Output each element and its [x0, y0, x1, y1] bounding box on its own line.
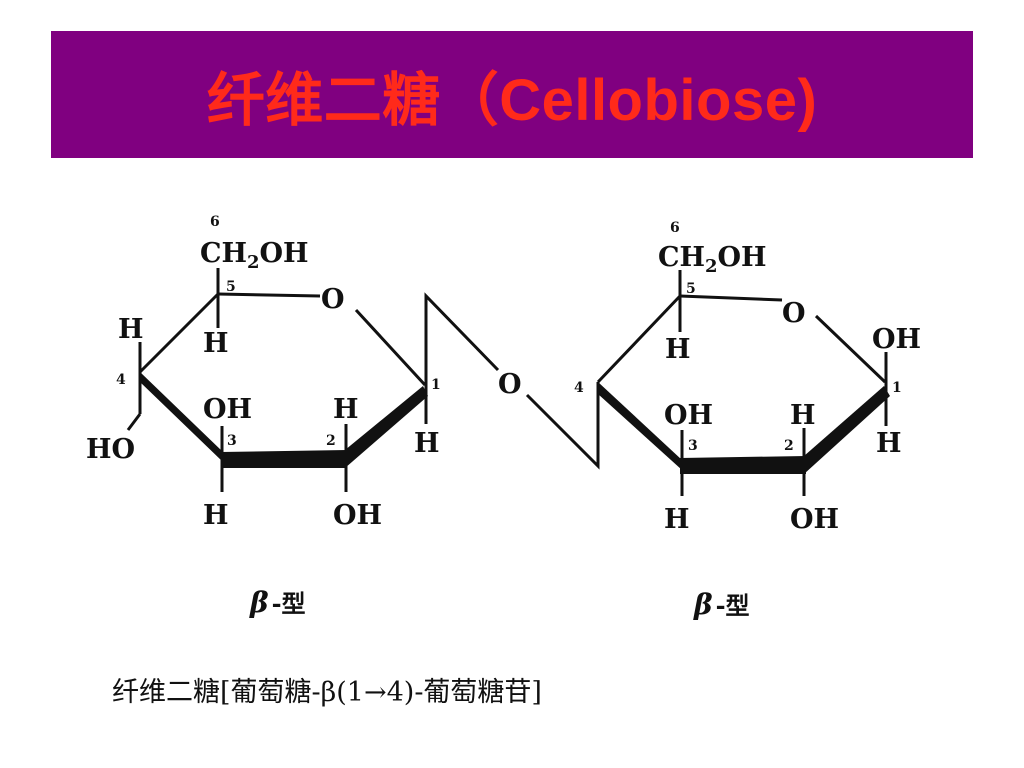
left-c2-h: H [333, 394, 359, 425]
left-ch2oh-label: CH2OH [200, 238, 309, 273]
bond-c2-c1-wedge [345, 386, 428, 468]
structure-caption: 纤维二糖[葡萄糖-β(1→4)-葡萄糖苷] [112, 677, 542, 708]
right-c2-h: H [790, 400, 816, 431]
left-c1-h: H [414, 428, 440, 459]
left-ring-oxygen: O [321, 284, 345, 315]
left-c3-h: H [203, 500, 229, 531]
left-carbon-3-number: 3 [227, 433, 237, 449]
left-glucose-ring: 6 5 4 3 2 1 CH2OH O H H HO OH H H OH H β… [86, 214, 441, 619]
bond-c4-c3-wedge [140, 372, 223, 462]
left-carbon-1-number: 1 [431, 377, 441, 393]
bond-c5-c4 [138, 292, 220, 374]
left-carbon-4-number: 4 [116, 372, 126, 388]
left-carbon-5-number: 5 [226, 279, 236, 295]
bond-left-c1-to-bridge-o [424, 292, 500, 388]
bond-c5-ring-o [679, 294, 783, 302]
bond-c2-c1-wedge [804, 386, 890, 474]
bond-c5-c4 [596, 294, 682, 384]
left-type-suffix: -型 [272, 589, 306, 618]
left-beta-symbol: β [249, 586, 269, 619]
bond-ring-o-c1 [814, 314, 887, 384]
right-carbon-3-number: 3 [688, 438, 698, 454]
right-anomer-label: β-型 [693, 588, 750, 621]
right-carbon-6-number: 6 [670, 220, 680, 236]
cellobiose-structure-diagram: 6 5 4 3 2 1 CH2OH O H H HO OH H H OH H β… [86, 214, 921, 621]
right-carbon-4-number: 4 [574, 380, 584, 396]
bond-c5-ring-o [217, 292, 321, 298]
right-carbon-5-number: 5 [686, 281, 696, 297]
right-type-suffix: -型 [716, 591, 750, 620]
right-c2-oh: OH [790, 504, 839, 535]
left-carbon-6-number: 6 [210, 214, 220, 230]
left-c3-oh: OH [203, 394, 252, 425]
right-c3-oh: OH [664, 400, 713, 431]
left-c4-ho: HO [86, 434, 135, 465]
bond-bridge-o-to-right-c4 [525, 382, 600, 470]
left-anomer-label: β-型 [249, 586, 306, 619]
bond-ring-o-c1 [354, 308, 427, 387]
right-c3-h: H [664, 504, 690, 535]
right-beta-symbol: β [693, 588, 713, 621]
right-ch2oh-label: CH2OH [658, 242, 767, 277]
right-c5-h: H [665, 334, 691, 365]
left-c2-oh: OH [333, 500, 382, 531]
right-ring-oxygen: O [782, 298, 806, 329]
bond-c3-c2-bold [680, 456, 806, 474]
bond-c4-ho [126, 413, 142, 431]
glycosidic-oxygen: O [498, 369, 522, 400]
left-carbon-2-number: 2 [326, 433, 336, 449]
right-c1-oh: OH [872, 324, 921, 355]
right-carbon-1-number: 1 [892, 380, 902, 396]
right-glucose-ring: 6 5 4 3 2 1 CH2OH O H OH H H OH OH H β-型 [574, 220, 921, 621]
title-bar: 纤维二糖（Cellobiose) [51, 31, 973, 158]
left-c5-h: H [203, 328, 229, 359]
slide-title: 纤维二糖（Cellobiose) [206, 67, 818, 133]
right-carbon-2-number: 2 [784, 438, 794, 454]
glycosidic-linkage: O [424, 292, 600, 470]
bond-c3-c2-bold [221, 450, 347, 468]
left-c4-h: H [118, 314, 144, 345]
bond-c4-c3-wedge [598, 382, 682, 470]
right-c1-h: H [876, 428, 902, 459]
